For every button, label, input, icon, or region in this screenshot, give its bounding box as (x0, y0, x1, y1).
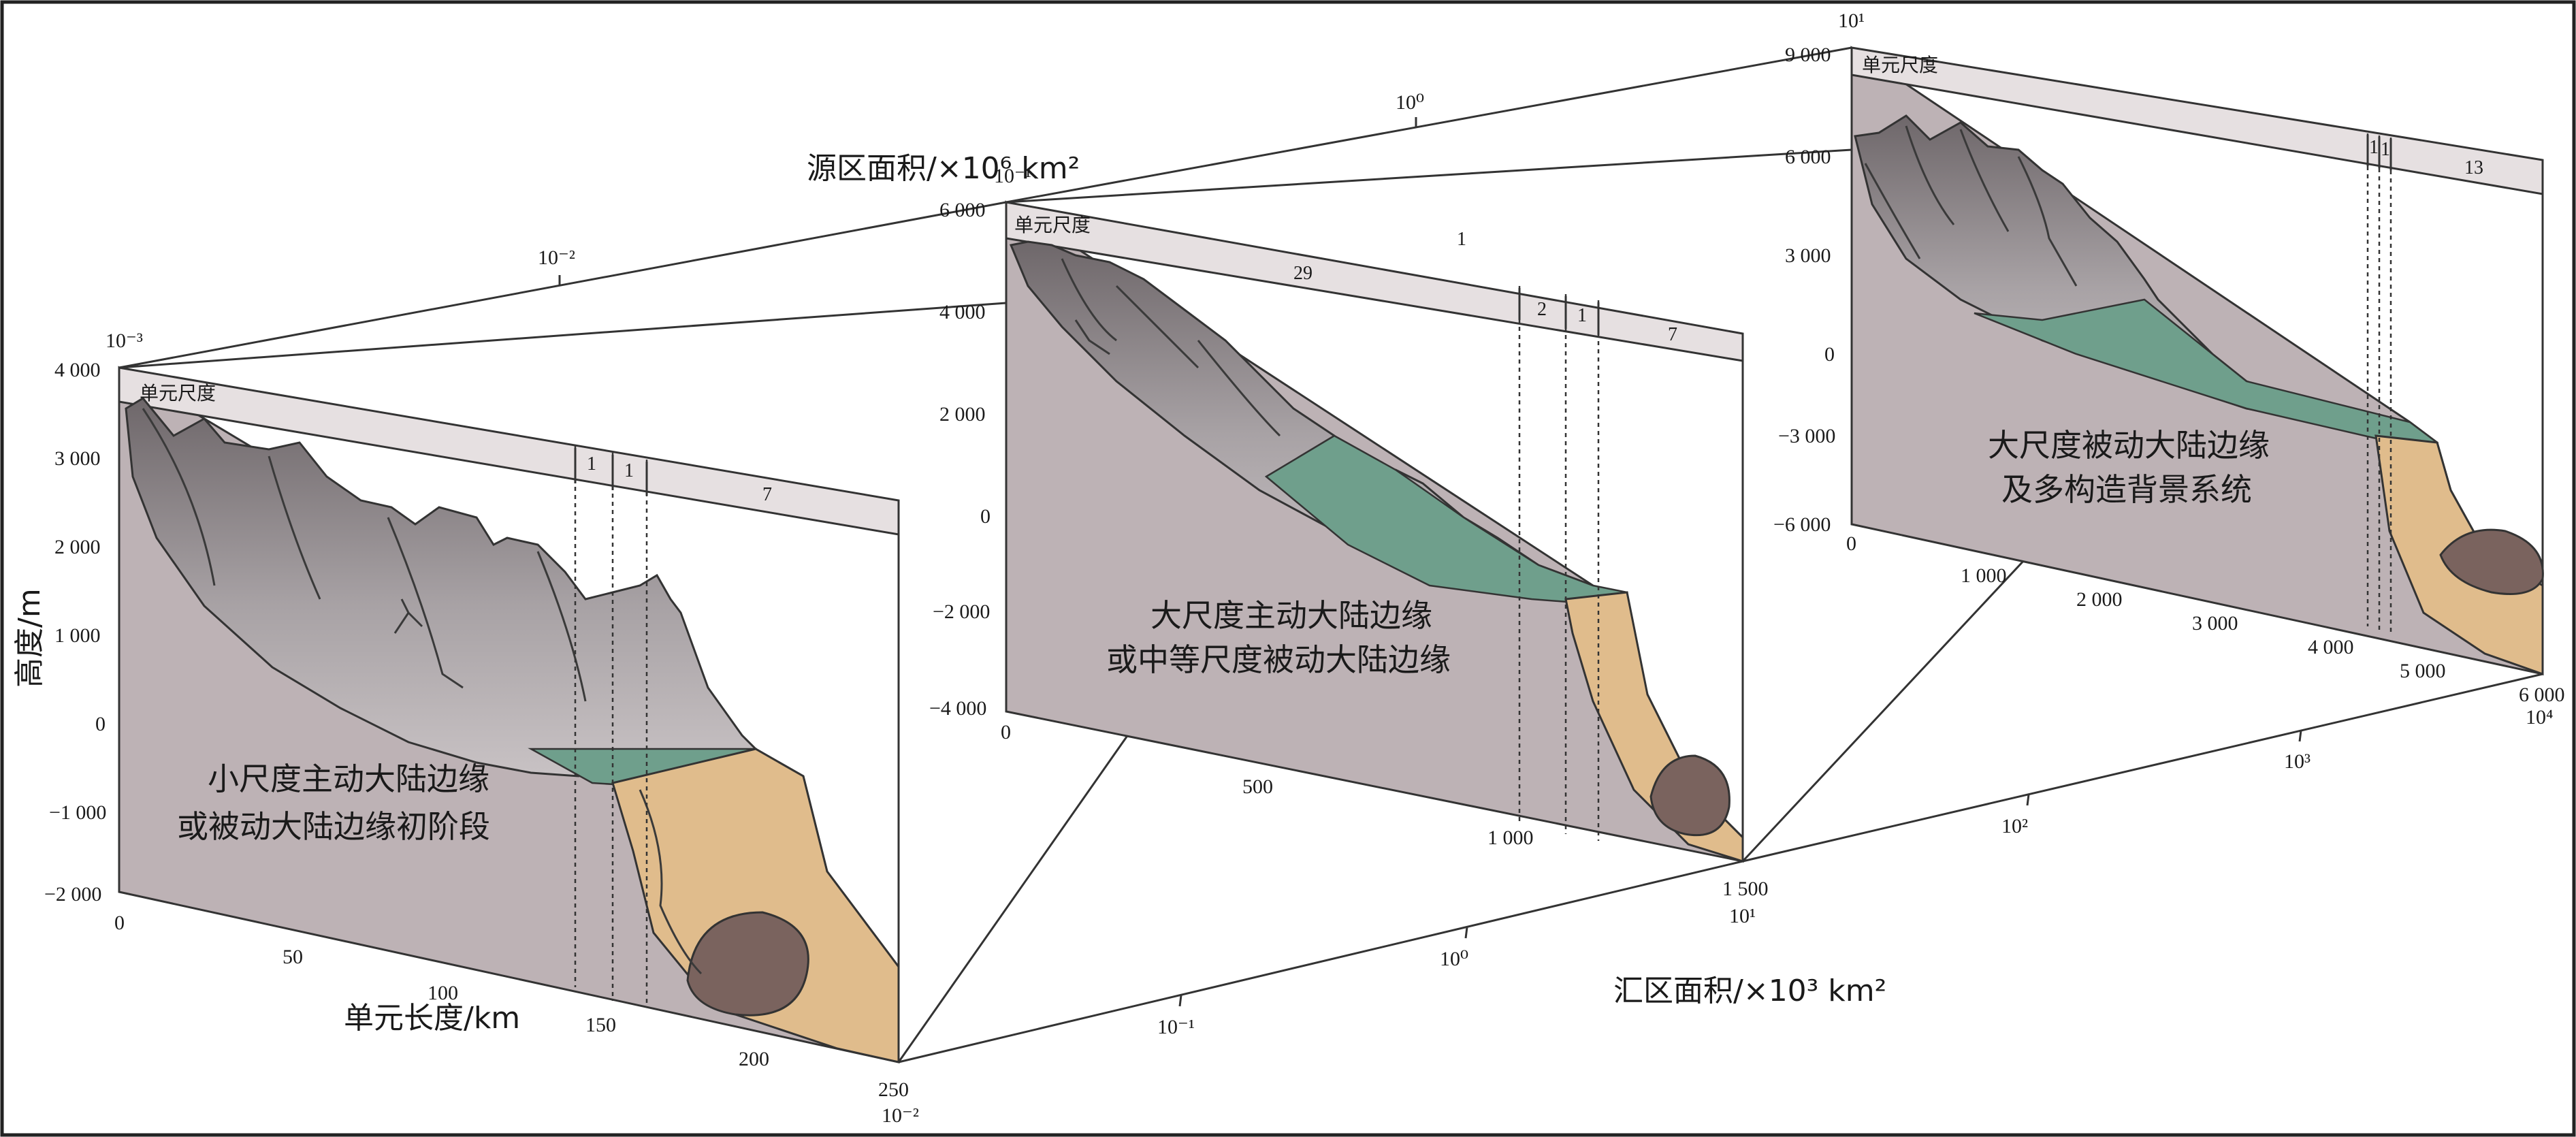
panel-1-scale-number: 1 (624, 460, 634, 481)
panel-2-length-tick: 0 (1001, 721, 1011, 743)
panel-2-title-line1: 大尺度主动大陆边缘 (1150, 597, 1432, 634)
panel-2-length-tick: 500 (1242, 775, 1273, 798)
panel-3-scale-number: 13 (2464, 157, 2483, 178)
panel-2-shelf (1264, 434, 1628, 607)
panel-2-scale-number: 1 (1457, 229, 1466, 250)
panel-1-length-tick: 150 (585, 1014, 616, 1036)
panel-2-height-tick: −2 000 (933, 600, 990, 623)
sink-area-tick: 10⁴ (2526, 706, 2553, 728)
panel-2-height-tick: 0 (980, 505, 991, 528)
source-area-tick: 10⁻² (538, 246, 575, 269)
panel-3-length-tick: 4 000 (2308, 636, 2354, 658)
source-area-tick: 10⁰ (1396, 91, 1424, 114)
panel-2-length-tick: 1 000 (1487, 827, 1534, 849)
panel-2-title-line2: 或中等尺度被动大陆边缘 (1106, 641, 1451, 678)
sink-area-tick: 10¹ (1729, 905, 1756, 927)
panel-3-title-line2: 及多构造背景系统 (2001, 471, 2252, 508)
panel-2-height-tick: 6 000 (939, 199, 986, 221)
sink-area-tick: 10³ (2284, 750, 2311, 773)
panel-2-height-tick: −4 000 (929, 697, 986, 720)
panel-1-length-tick: 100 (428, 982, 458, 1004)
panel-1-slope (611, 748, 900, 1063)
panel-1-scale-number: 7 (762, 484, 772, 505)
panel-1-height-tick: 1 000 (54, 624, 101, 647)
panel-1-height-tick: −2 000 (44, 883, 101, 906)
panel-1-title-line2: 或被动大陆边缘初阶段 (177, 808, 490, 845)
panel-2-fan (1649, 754, 1730, 837)
panel-3-height-tick: 6 000 (1785, 146, 1831, 168)
panel-3-length-tick: 3 000 (2192, 612, 2238, 635)
panel-1-title-line1: 小尺度主动大陆边缘 (208, 760, 489, 797)
source-area-tick: 10¹ (1838, 10, 1865, 32)
panel-3-title-line1: 大尺度被动大陆边缘 (1988, 427, 2270, 464)
panel-1-scale-label: 单元尺度 (140, 382, 216, 404)
panel-1: 单元尺度 1 1 7 4 000 3 000 2 000 1 000 0 −1 … (44, 359, 909, 1101)
panel-3-length-tick: 5 000 (2400, 660, 2446, 682)
source-area-axis-lines (118, 46, 1852, 369)
panel-2-scale-number: 29 (1293, 263, 1313, 284)
panel-3-scale-label: 单元尺度 (1862, 54, 1938, 76)
panel-1-length-tick: 0 (114, 912, 125, 934)
panel-2-height-tick: 4 000 (939, 301, 986, 323)
source-area-tick: 10⁻³ (106, 330, 143, 352)
sink-area-tick: 10⁰ (1440, 948, 1468, 970)
panel-3-height-tick: −3 000 (1778, 425, 1835, 447)
source-area-tick: 10⁻¹ (994, 165, 1031, 187)
panel-3-fan (2439, 528, 2544, 595)
panel-3: 单元尺度 1 1 13 9 000 6 000 3 000 0 −3 000 −… (1773, 44, 2565, 706)
panel-2-length-tick: 1 500 (1722, 878, 1769, 900)
panel-3-height-tick: 0 (1824, 343, 1835, 366)
source-area-axis-label: 源区面积/×10⁶ km² (807, 151, 1080, 186)
panel-2-scale-number: 2 (1537, 299, 1547, 320)
panel-3-length-tick: 0 (1846, 532, 1856, 555)
sink-area-axis-label: 汇区面积/×10³ km² (1613, 974, 1886, 1008)
panel-2-mountains (1009, 240, 1594, 594)
panel-1-height-tick: 3 000 (54, 447, 101, 470)
panel-1-length-tick: 250 (878, 1078, 909, 1101)
panel-3-height-tick: 3 000 (1785, 244, 1831, 267)
panel-3-length-tick: 2 000 (2076, 588, 2123, 611)
panel-3-length-tick: 6 000 (2519, 684, 2565, 706)
panel-3-scale-number: 1 (2381, 139, 2390, 160)
panel-3-shelf (1974, 298, 2439, 451)
panel-1-height-tick: −1 000 (49, 801, 106, 824)
sink-area-tick: 10² (2001, 815, 2028, 837)
height-axis-label: 高度/m (12, 588, 47, 688)
length-axis-label: 单元长度/km (344, 1001, 520, 1036)
sink-area-tick: 10⁻² (882, 1104, 919, 1127)
panel-3-height-tick: −6 000 (1773, 513, 1831, 536)
panel-2-scale-number: 7 (1668, 324, 1677, 345)
panel-1-fan (686, 911, 809, 1016)
panel-3-scale-number: 1 (2369, 137, 2379, 158)
panel-2-scale-label: 单元尺度 (1014, 214, 1091, 236)
panel-3-length-tick: 1 000 (1961, 564, 2007, 587)
sink-area-axis-lines (897, 547, 2543, 1063)
panel-1-height-tick: 2 000 (54, 536, 101, 558)
sink-area-tick: 10⁻¹ (1157, 1016, 1195, 1038)
panel-1-length-tick: 200 (739, 1048, 769, 1070)
panel-2: 单元尺度 29 2 1 7 1 6 000 4 000 2 000 0 −2 0… (929, 199, 1769, 900)
panel-3-height-tick: 9 000 (1785, 44, 1831, 66)
panel-1-height-tick: 4 000 (54, 359, 101, 381)
panel-2-height-tick: 2 000 (939, 403, 986, 426)
panel-1-length-tick: 50 (283, 946, 303, 968)
panel-1-scale-number: 1 (587, 453, 596, 475)
panel-1-height-tick: 0 (95, 713, 106, 735)
panel-2-scale-number: 1 (1577, 305, 1587, 326)
